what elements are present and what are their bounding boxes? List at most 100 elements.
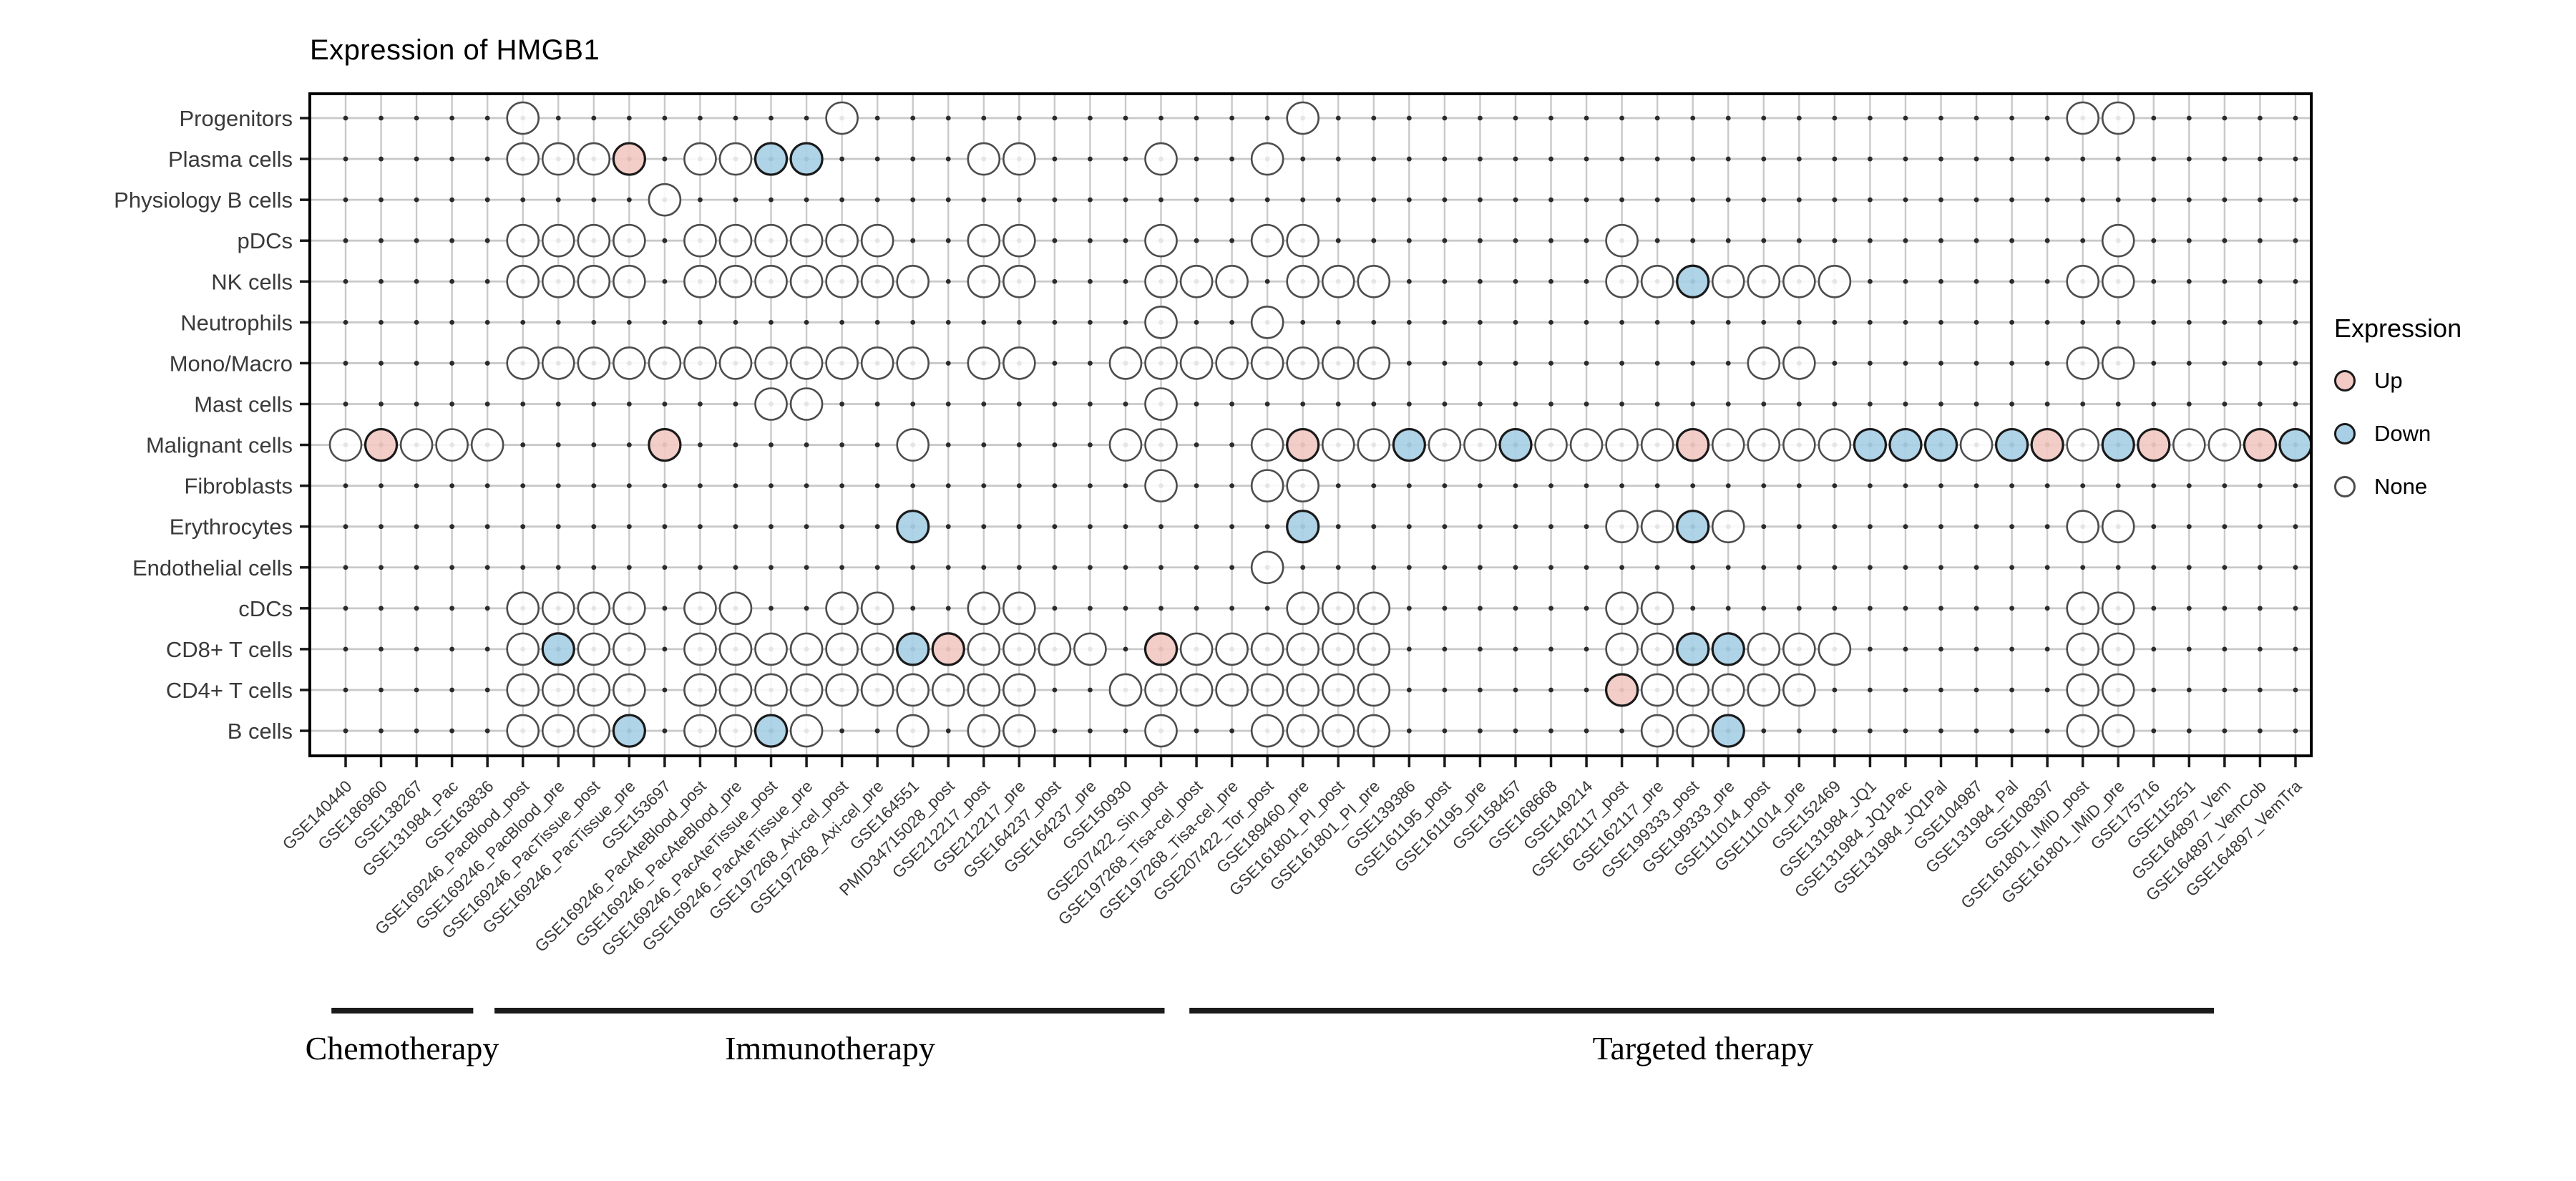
expression-dot — [1286, 510, 1320, 544]
expression-dot — [1286, 101, 1320, 135]
expression-dot — [896, 714, 930, 748]
expression-dot — [896, 428, 930, 462]
expression-dot — [1605, 428, 1639, 462]
expression-dot — [789, 673, 824, 707]
expression-dot — [1782, 264, 1816, 298]
expression-dot — [2066, 510, 2100, 544]
legend-item-none: None — [2334, 474, 2462, 500]
expression-dot — [683, 142, 717, 176]
expression-dot — [1534, 428, 1568, 462]
expression-dot — [1250, 346, 1284, 380]
expression-dot — [506, 223, 540, 258]
expression-dot — [1923, 427, 1958, 462]
expression-dot — [789, 346, 824, 380]
group-label-immunotherapy: Immunotherapy — [725, 1030, 935, 1066]
expression-dot — [1179, 264, 1214, 298]
expression-dot — [825, 346, 859, 380]
expression-dot — [1711, 510, 1745, 544]
expression-dot — [1357, 591, 1391, 626]
expression-dot — [1002, 673, 1036, 707]
expression-dot — [1143, 632, 1179, 666]
expression-dot — [2066, 591, 2100, 626]
group-label-chemotherapy: Chemotherapy — [305, 1030, 499, 1066]
expression-dot — [1640, 510, 1674, 544]
expression-dot — [2101, 101, 2135, 135]
expression-dot — [435, 428, 469, 462]
expression-dot — [1215, 673, 1249, 707]
y-axis-label: Erythrocytes — [170, 515, 293, 540]
expression-dot — [541, 223, 575, 258]
expression-dot — [1002, 346, 1036, 380]
expression-dot — [1676, 264, 1710, 298]
expression-dot — [1179, 673, 1214, 707]
expression-dot — [1321, 264, 1355, 298]
expression-dot — [541, 142, 575, 176]
expression-dot — [1605, 632, 1639, 666]
expression-dot — [1676, 510, 1710, 544]
expression-legend: Expression Up Down None — [2334, 314, 2462, 527]
expression-dot — [1250, 673, 1284, 707]
legend-item-label: Up — [2374, 368, 2403, 393]
expression-dot — [1782, 428, 1816, 462]
expression-dot — [754, 632, 788, 666]
expression-dot — [754, 264, 788, 298]
expression-dot — [896, 510, 930, 544]
expression-dot — [825, 223, 859, 258]
expression-dot — [1321, 591, 1355, 626]
y-axis-label: cDCs — [238, 596, 293, 621]
expression-dot — [2137, 427, 2171, 462]
expression-dot — [1818, 428, 1852, 462]
expression-dot — [860, 673, 894, 707]
expression-dot — [825, 591, 859, 626]
expression-dot — [1357, 632, 1391, 666]
expression-dot — [2172, 428, 2206, 462]
expression-dot — [577, 142, 611, 176]
expression-dot — [1215, 632, 1249, 666]
expression-dot — [506, 632, 540, 666]
expression-dot — [1144, 346, 1178, 380]
expression-dot — [577, 591, 611, 626]
expression-dot — [1002, 632, 1036, 666]
expression-dot — [896, 632, 930, 666]
expression-dot — [1286, 673, 1320, 707]
expression-dot — [754, 223, 788, 258]
expression-dot — [754, 673, 788, 707]
expression-dot — [1782, 346, 1816, 380]
expression-dot — [860, 632, 894, 666]
expression-dot — [506, 142, 540, 176]
expression-dots — [328, 101, 2313, 748]
expression-dot — [1321, 714, 1355, 748]
expression-dot — [789, 264, 824, 298]
axis-ticks — [300, 117, 2297, 767]
expression-dot — [1002, 714, 1036, 748]
expression-dot — [1250, 428, 1284, 462]
expression-dot — [1286, 264, 1320, 298]
legend-title: Expression — [2334, 314, 2462, 343]
expression-dot — [1676, 673, 1710, 707]
expression-dot — [789, 714, 824, 748]
expression-dot — [1888, 427, 1923, 462]
expression-dot — [1711, 428, 1745, 462]
expression-dot — [896, 673, 930, 707]
y-axis-label: Malignant cells — [146, 433, 293, 458]
expression-dot — [1818, 632, 1852, 666]
expression-dot — [364, 427, 399, 462]
expression-dot — [967, 264, 1001, 298]
expression-dot — [506, 673, 540, 707]
expression-dot — [1711, 264, 1745, 298]
expression-dot — [541, 673, 575, 707]
down-circle-icon — [2334, 423, 2356, 444]
expression-dot — [967, 223, 1001, 258]
expression-dot — [1357, 346, 1391, 380]
expression-dot — [1144, 306, 1178, 339]
panel-border — [308, 92, 2313, 757]
expression-dot — [1357, 673, 1391, 707]
expression-dot — [718, 632, 753, 666]
expression-dot — [754, 346, 788, 380]
expression-dot — [1640, 632, 1674, 666]
expression-dot — [1711, 632, 1745, 666]
expression-dot — [718, 264, 753, 298]
expression-dot — [1144, 387, 1178, 421]
expression-dot — [1711, 714, 1745, 748]
